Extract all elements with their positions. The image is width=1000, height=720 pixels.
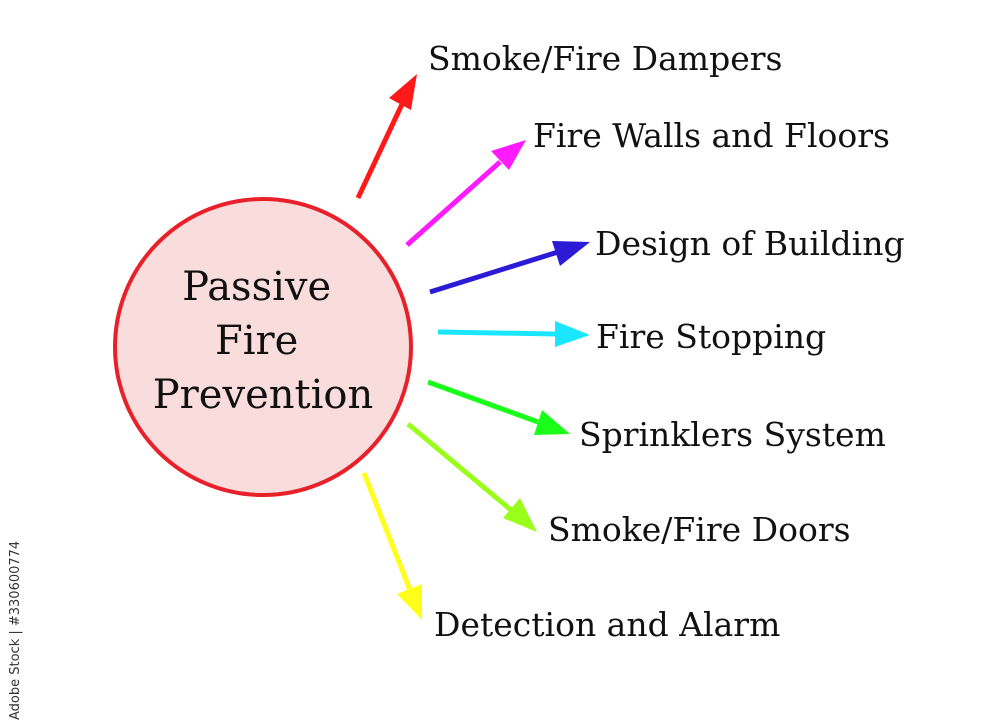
arrow-smoke-fire-dampers <box>355 74 417 200</box>
center-label: Passive Fire Prevention <box>153 264 373 418</box>
arrows-group <box>355 74 590 620</box>
center-label-line-2: Fire <box>215 318 298 364</box>
arrow-smoke-fire-doors <box>406 422 537 532</box>
label-detection-and-alarm: Detection and Alarm <box>434 605 780 644</box>
label-fire-stopping: Fire Stopping <box>596 317 826 356</box>
arrow-detection-and-alarm <box>361 472 422 620</box>
center-label-line-3: Prevention <box>153 372 373 418</box>
stock-caption-text: Adobe Stock | #330600774 <box>8 540 23 720</box>
arrow-fire-stopping <box>437 321 590 347</box>
center-circle <box>113 197 413 497</box>
stock-caption: Adobe Stock | #330600774 <box>8 470 34 720</box>
label-sprinklers-system: Sprinklers System <box>579 415 886 454</box>
label-fire-walls-and-floors: Fire Walls and Floors <box>533 116 890 155</box>
arrow-design-of-building <box>429 241 590 295</box>
label-smoke-fire-doors: Smoke/Fire Doors <box>548 510 851 549</box>
label-design-of-building: Design of Building <box>595 224 905 263</box>
arrow-fire-walls-and-floors <box>405 140 526 247</box>
center-label-line-1: Passive <box>182 264 331 310</box>
arrow-sprinklers-system <box>427 379 570 435</box>
labels-group: Smoke/Fire Dampers Fire Walls and Floors… <box>428 39 905 644</box>
label-smoke-fire-dampers: Smoke/Fire Dampers <box>428 39 782 78</box>
